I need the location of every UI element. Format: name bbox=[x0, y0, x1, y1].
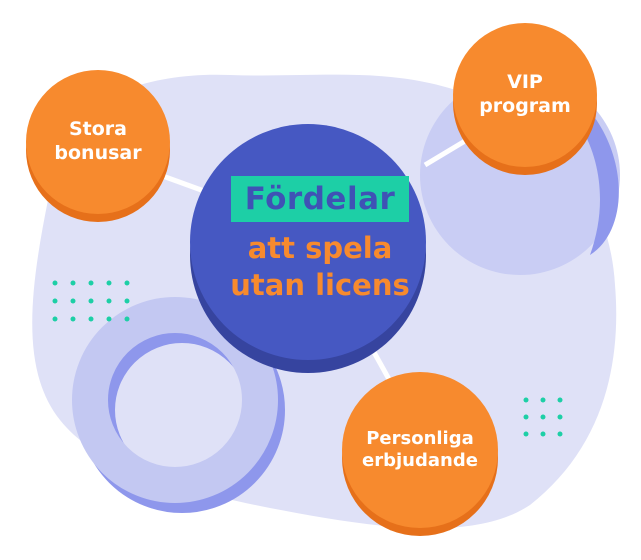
bubble-top-right bbox=[453, 23, 597, 167]
dot bbox=[70, 280, 76, 286]
center-line2: utan licens bbox=[230, 268, 410, 302]
center-title: Fördelar bbox=[230, 176, 410, 222]
bubble-left-label: Stora bonusar bbox=[33, 102, 163, 182]
bubble-top-right-line2: program bbox=[479, 95, 571, 117]
center-label: Fördelar att spela utan licens bbox=[190, 160, 450, 320]
dot bbox=[88, 298, 94, 304]
dot bbox=[70, 316, 76, 322]
bubble-top-right-label: VIP program bbox=[460, 55, 590, 135]
dot bbox=[523, 397, 529, 403]
dot bbox=[124, 316, 130, 322]
dot bbox=[88, 316, 94, 322]
dot bbox=[52, 280, 58, 286]
dot bbox=[88, 280, 94, 286]
dot-grid-right-icon bbox=[523, 397, 563, 437]
dot bbox=[557, 397, 563, 403]
bubble-bottom-label: Personliga erbjudande bbox=[345, 410, 495, 490]
dot bbox=[124, 280, 130, 286]
dot bbox=[557, 431, 563, 437]
bubble-bottom-line2: erbjudande bbox=[362, 450, 478, 471]
bubble-left-line1: Stora bbox=[68, 118, 127, 141]
dot bbox=[124, 298, 130, 304]
center-line1: att spela bbox=[247, 231, 393, 265]
dot bbox=[557, 414, 563, 420]
dot bbox=[523, 414, 529, 420]
bubble-bottom-line1: Personliga bbox=[366, 427, 474, 449]
dot bbox=[106, 280, 112, 286]
ring bbox=[72, 297, 278, 503]
dot bbox=[52, 316, 58, 322]
dot bbox=[540, 431, 546, 437]
dot bbox=[523, 431, 529, 437]
dot bbox=[106, 316, 112, 322]
bubble-bottom bbox=[342, 372, 498, 528]
dot-grid-left-icon bbox=[52, 280, 130, 322]
right-decor-shadow bbox=[560, 100, 619, 255]
dot bbox=[106, 298, 112, 304]
dot bbox=[52, 298, 58, 304]
dot bbox=[540, 414, 546, 420]
bubble-left bbox=[26, 70, 170, 214]
dot bbox=[540, 397, 546, 403]
bubble-top-right-line1: VIP bbox=[507, 71, 543, 94]
dot bbox=[70, 298, 76, 304]
bubble-left-line2: bonusar bbox=[54, 142, 142, 164]
